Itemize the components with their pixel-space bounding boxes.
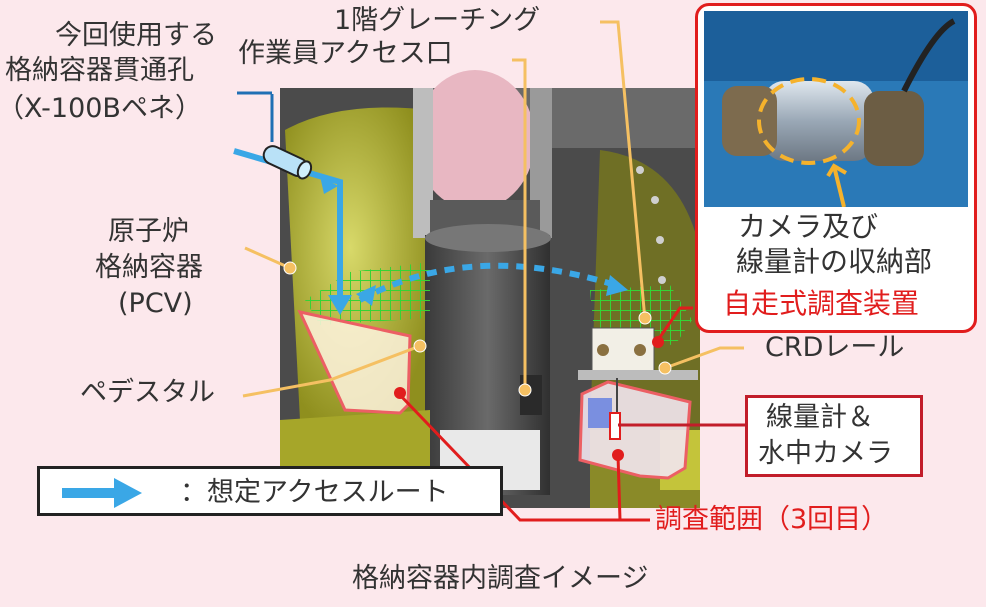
survey-range-label: 調査範囲（3回目） — [655, 504, 889, 535]
survey-area-outlines — [297, 309, 692, 480]
camera-photo — [704, 11, 968, 207]
reactor-vessel — [415, 70, 535, 210]
robot-label: 自走式調査装置 — [723, 287, 920, 321]
pcv-label-1: 原子炉 — [108, 216, 189, 247]
pedestal-label: ペデスタル — [80, 377, 215, 408]
legend-text: ：想定アクセスルート — [180, 477, 449, 508]
arrow-right-icon — [62, 478, 142, 508]
access-route — [233, 145, 628, 315]
pcv-label-2: 格納容器 — [95, 252, 203, 283]
camera-storage-label-2: 線量計の収納部 — [736, 245, 933, 278]
penetration-label-3: （X-100Bペネ） — [0, 93, 202, 124]
dosimeter-camera-label-1: 線量計＆ — [766, 402, 874, 433]
leader-lines — [237, 20, 745, 522]
grating-label: 1階グレーチング — [334, 5, 541, 36]
penetration-label-1: 今回使用する — [55, 20, 217, 51]
worker-access-label: 作業員アクセス口 — [238, 38, 453, 69]
robot-device — [578, 327, 698, 440]
crd-rail-label: CRDレール — [765, 332, 905, 363]
camera-storage-label-1: カメラ及び — [738, 210, 879, 243]
pcv-label-3: (PCV) — [118, 288, 193, 319]
legend: ：想定アクセスルート — [37, 466, 503, 516]
camera-storage-callout: カメラ及び 線量計の収納部 — [695, 3, 977, 333]
dosimeter-camera-label-2: 水中カメラ — [758, 438, 893, 469]
caption: 格納容器内調査イメージ — [352, 563, 649, 594]
penetration-label-2: 格納容器貫通孔 — [5, 55, 194, 86]
dosimeter-camera-box: 線量計＆ 水中カメラ — [745, 395, 923, 477]
marker-dots — [394, 336, 664, 461]
